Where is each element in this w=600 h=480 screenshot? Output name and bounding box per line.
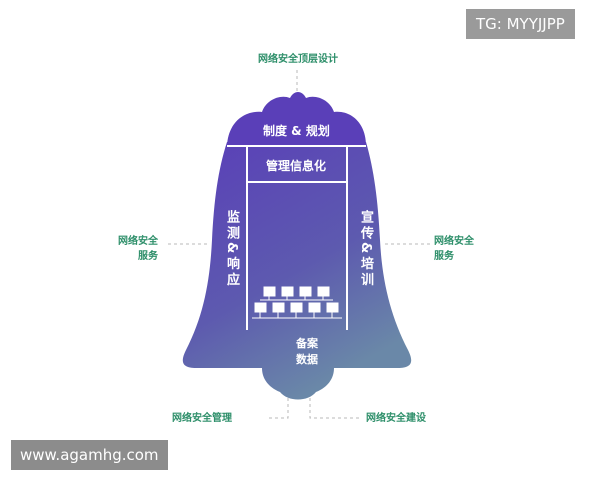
connector-lines [168,70,430,419]
right-service-label: 网络安全 服务 [434,234,474,264]
bottom-right-label: 网络安全建设 [366,413,426,424]
crown-label: 制度 & 规划 [263,124,330,138]
data-blocks-icon [252,286,342,319]
connector-bottom-left [268,398,289,419]
watermark-top: TG: MYYJJPP [466,9,575,39]
left-service-line2: 服务 [138,251,158,262]
connector-bottom-right [309,398,362,419]
bell-crown [227,92,366,146]
top-design-label: 网络安全顶层设计 [258,54,338,65]
left-service-label: 网络安全 服务 [116,234,158,264]
right-service-line1: 网络安全 [434,236,474,247]
header-label: 管理信息化 [266,159,327,173]
bottom-left-label: 网络安全管理 [172,413,232,424]
right-service-line2: 服务 [434,251,454,262]
bell-body [182,142,412,400]
right-vertical-label: 宣传&培训 [358,210,373,289]
left-service-line1: 网络安全 [118,236,158,247]
bottom-inner-line1: 备案 [296,337,318,350]
left-vertical-label: 监测&响应 [224,210,239,289]
bottom-inner-label: 备案 数据 [296,336,318,368]
watermark-bottom: www.agamhg.com [11,440,168,470]
bottom-inner-line2: 数据 [296,353,318,366]
inner-frame [227,145,366,330]
